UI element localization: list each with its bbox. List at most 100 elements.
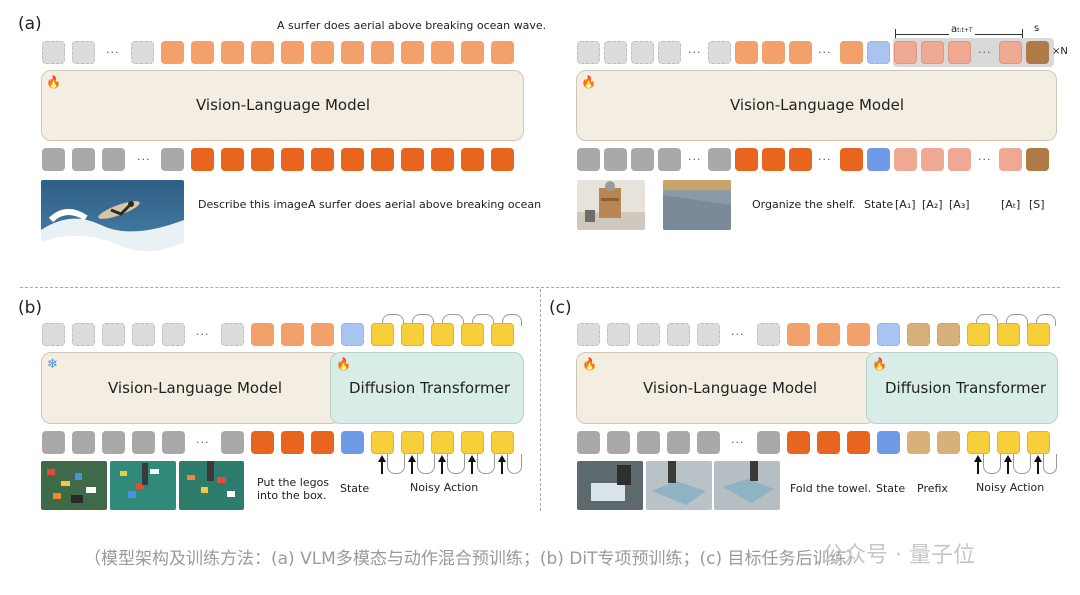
dit-title: Diffusion Transformer xyxy=(349,379,511,397)
noise-arrow xyxy=(1037,462,1039,474)
token xyxy=(789,148,812,171)
token xyxy=(999,41,1022,64)
denoise-loop xyxy=(442,314,464,326)
denoise-loop xyxy=(507,454,522,474)
token xyxy=(577,41,600,64)
denoise-loop xyxy=(502,314,522,326)
token xyxy=(921,148,944,171)
denoise-loop xyxy=(983,454,1001,474)
token xyxy=(72,148,95,171)
token xyxy=(72,41,95,64)
repeat-label: ×N xyxy=(1052,46,1068,57)
token xyxy=(161,148,184,171)
token xyxy=(877,323,900,346)
lego-image-3 xyxy=(179,461,244,510)
token xyxy=(937,323,960,346)
token xyxy=(817,323,840,346)
token xyxy=(251,431,274,454)
fire-icon: 🔥 xyxy=(582,357,597,371)
token xyxy=(867,148,890,171)
noise-arrow xyxy=(381,462,383,474)
denoise-loop xyxy=(412,314,434,326)
token xyxy=(877,431,900,454)
denoise-loop xyxy=(447,454,465,474)
token xyxy=(658,41,681,64)
dit-box-b: 🔥 Diffusion Transformer xyxy=(330,352,524,424)
token xyxy=(72,323,95,346)
ellipsis: ··· xyxy=(731,328,745,341)
token xyxy=(221,323,244,346)
surfer-image xyxy=(41,180,184,267)
denoise-loop xyxy=(1043,454,1057,474)
a-left-answer: A surfer does aerial above breaking ocea… xyxy=(308,198,542,211)
state-label: State xyxy=(340,482,370,495)
token xyxy=(251,323,274,346)
lego-image-2 xyxy=(110,461,176,510)
ellipsis: ··· xyxy=(688,46,702,59)
shelf-closeup-image xyxy=(663,180,731,230)
ellipsis: ··· xyxy=(106,46,120,59)
token xyxy=(999,148,1022,171)
token xyxy=(637,431,660,454)
token xyxy=(1026,41,1049,64)
token xyxy=(997,323,1020,346)
arrow-up-icon xyxy=(438,455,446,462)
token xyxy=(102,431,125,454)
token xyxy=(708,41,731,64)
panel-label-a: (a) xyxy=(18,14,42,34)
token xyxy=(894,148,917,171)
token xyxy=(311,148,334,171)
towel-image-3 xyxy=(714,461,780,510)
action-token-at: [Aₜ] xyxy=(1001,198,1021,211)
panel-label-c: (c) xyxy=(549,298,572,318)
token xyxy=(221,41,244,64)
fire-icon: 🔥 xyxy=(336,357,351,371)
token xyxy=(311,41,334,64)
c-prompt: Fold the towel. xyxy=(790,482,872,495)
token xyxy=(907,323,930,346)
denoise-loop xyxy=(472,314,494,326)
token xyxy=(937,431,960,454)
token xyxy=(997,431,1020,454)
token xyxy=(42,148,65,171)
a-right-prompt: Organize the shelf. xyxy=(752,198,856,211)
shelf-image xyxy=(577,180,645,230)
token xyxy=(667,323,690,346)
bracket-label: at:t+T xyxy=(949,24,975,35)
token xyxy=(371,41,394,64)
denoise-loop xyxy=(1006,314,1028,326)
vlm-box-a-left: 🔥 Vision-Language Model xyxy=(41,70,524,141)
token xyxy=(762,41,785,64)
token xyxy=(697,323,720,346)
token xyxy=(251,148,274,171)
denoise-loop xyxy=(382,314,404,326)
token xyxy=(1027,431,1050,454)
token xyxy=(341,323,364,346)
vlm-box-b: ❄ Vision-Language Model xyxy=(41,352,341,424)
token xyxy=(341,148,364,171)
token xyxy=(577,148,600,171)
denoise-loop xyxy=(1036,314,1056,326)
arrow-up-icon xyxy=(1034,455,1042,462)
token xyxy=(921,41,944,64)
token xyxy=(631,148,654,171)
token xyxy=(637,323,660,346)
token xyxy=(787,431,810,454)
token xyxy=(161,41,184,64)
token xyxy=(948,148,971,171)
token xyxy=(948,41,971,64)
lego-image-1 xyxy=(41,461,107,510)
token xyxy=(401,431,424,454)
horizontal-divider xyxy=(20,287,1060,288)
ellipsis: ··· xyxy=(818,153,832,166)
a-left-output-text: A surfer does aerial above breaking ocea… xyxy=(277,19,547,32)
ellipsis: ··· xyxy=(978,153,992,166)
token xyxy=(461,41,484,64)
token xyxy=(371,431,394,454)
arrow-up-icon xyxy=(498,455,506,462)
token xyxy=(847,431,870,454)
token xyxy=(762,148,785,171)
token xyxy=(42,431,65,454)
token xyxy=(461,148,484,171)
ellipsis: ··· xyxy=(137,153,151,166)
